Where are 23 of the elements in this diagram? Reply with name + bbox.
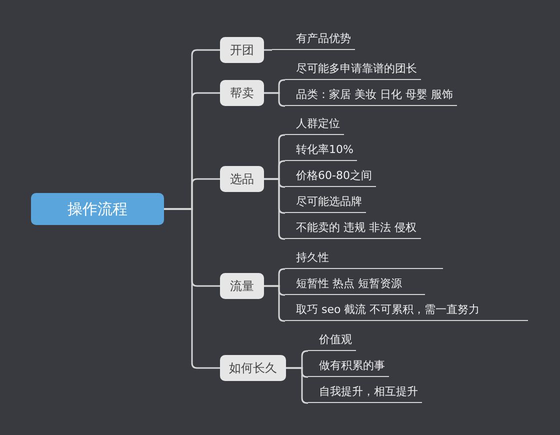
underlined-item: 做有积累的事 <box>308 359 389 377</box>
connector-line <box>164 208 220 369</box>
underlined-item: 品类：家居 美妆 日化 母婴 服饰 <box>285 88 457 106</box>
underlined-item: 人群定位 <box>285 117 344 135</box>
underlined-item: 不能卖的 违规 非法 侵权 <box>285 221 420 239</box>
connector-line <box>264 49 272 51</box>
underlined-item: 价值观 <box>308 333 356 351</box>
underlined-item: 价格60-80之间 <box>285 169 376 187</box>
underlined-item: 有产品优势 <box>272 32 355 50</box>
branch-box: 开团 <box>220 37 264 63</box>
underlined-item: 自我提升，相互提升 <box>308 385 422 403</box>
branch-box: 如何长久 <box>220 355 286 381</box>
branch-box: 流量 <box>220 273 264 299</box>
connector-line <box>264 92 286 107</box>
topic-box: 操作流程 <box>31 193 164 225</box>
underlined-item: 短暂性 热点 短暂资源 <box>285 277 425 295</box>
underlined-item: 尽可能选品牌 <box>285 195 366 213</box>
underlined-item: 转化率10% <box>285 143 358 161</box>
underlined-item: 尽可能多申请靠谱的团长 <box>285 62 421 80</box>
branch-box: 选品 <box>220 166 264 192</box>
branch-box: 帮卖 <box>220 80 264 106</box>
underlined-item: 取巧 seo 截流 不可累积，需一直努力 <box>285 303 528 321</box>
underlined-item: 持久性 <box>285 251 443 269</box>
